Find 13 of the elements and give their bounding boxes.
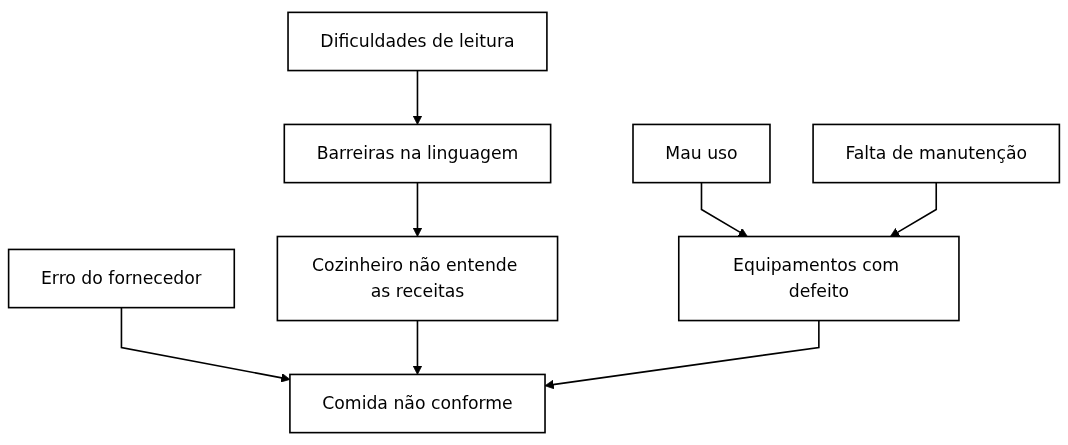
node-box: Erro do fornecedor [7,248,236,309]
node-box: Equipamentos com defeito [677,235,960,322]
arrow [412,319,423,375]
arrow [412,181,423,237]
arrow [889,181,938,237]
node-box: Falta de manutenção [812,123,1061,184]
node-box: Comida não conforme [289,373,546,434]
arrow [700,181,748,237]
arrow [412,69,423,125]
node-box: Mau uso [632,123,771,184]
node-box: Barreiras na linguagem [283,123,552,184]
node-box: Cozinheiro não entende as receitas [276,235,559,322]
node-box: Dificuldades de leitura [287,11,548,72]
